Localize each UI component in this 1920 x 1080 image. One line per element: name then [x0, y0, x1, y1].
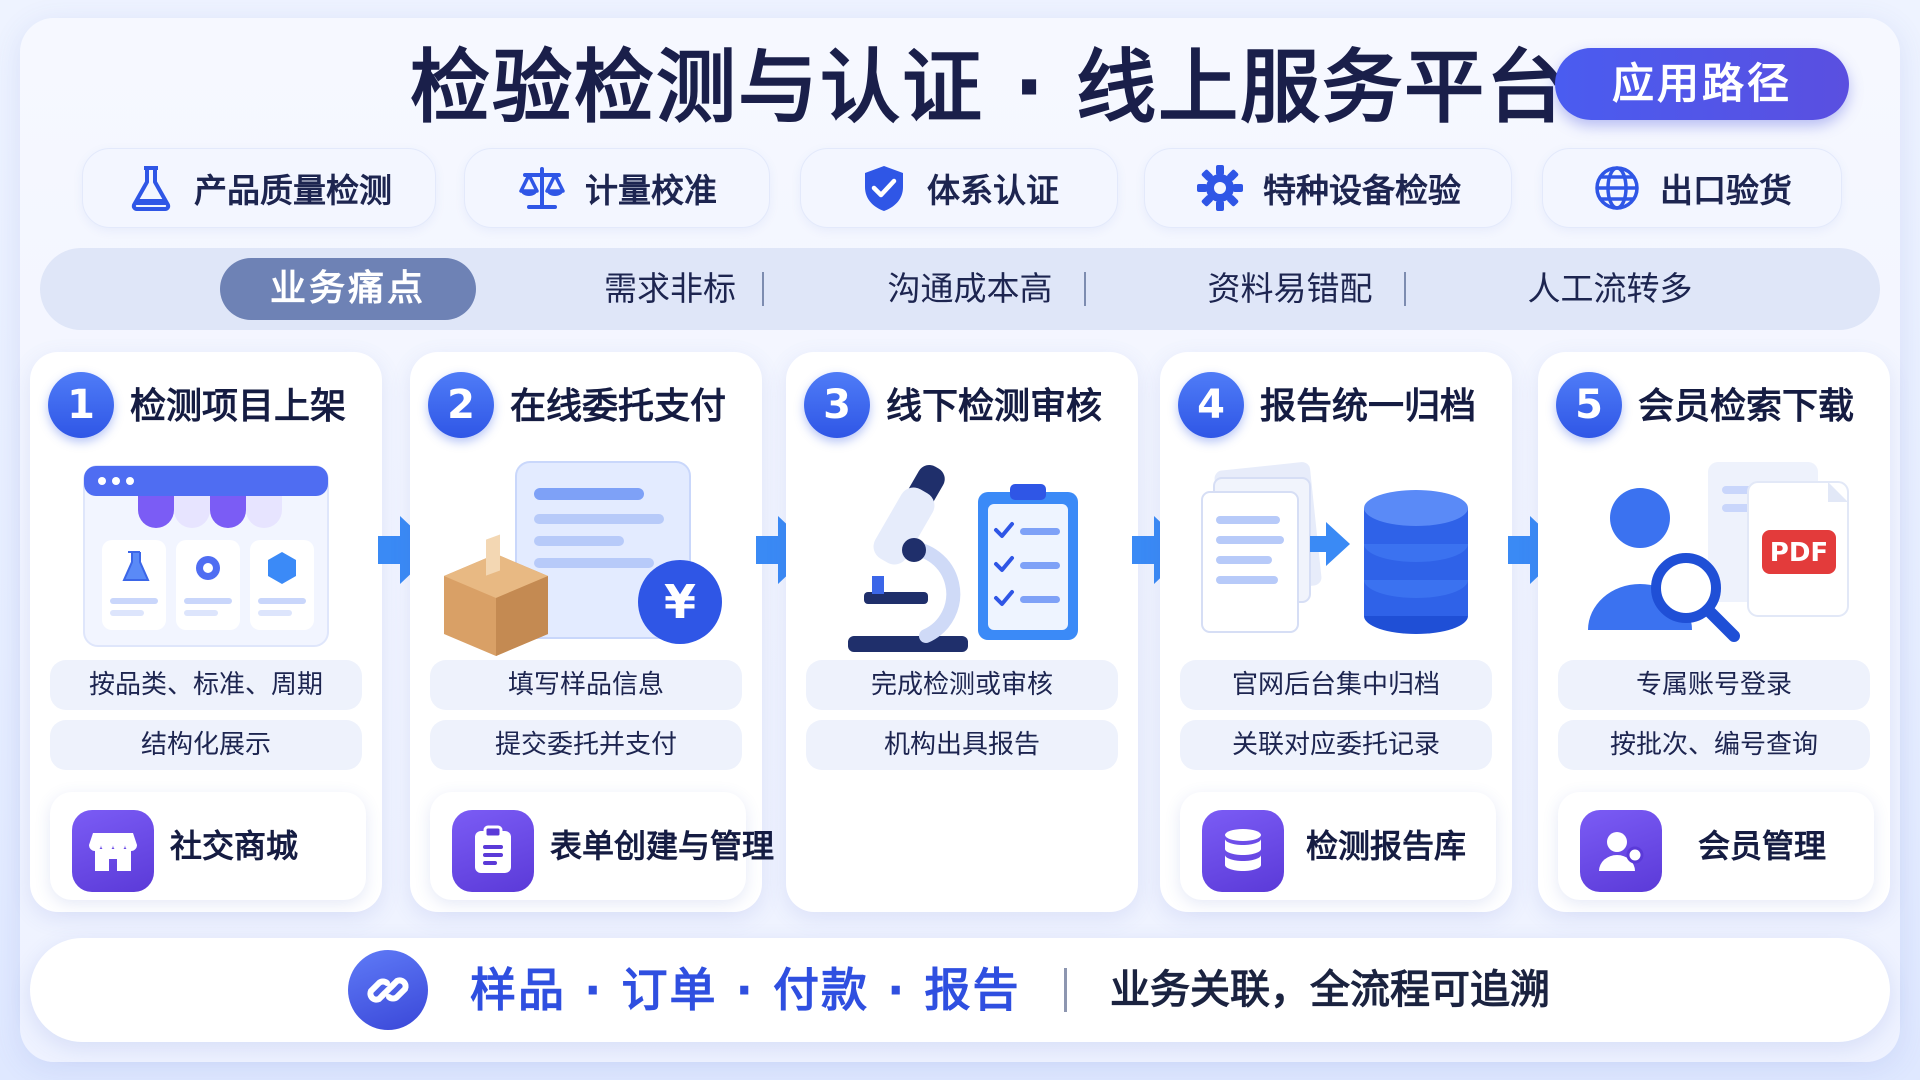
link-icon	[348, 950, 428, 1030]
globe-icon	[1595, 166, 1639, 210]
step-number: 3	[804, 372, 870, 438]
step-card-4: 4 报告统一归档 官网后台集中归档 关联对应委托记录 检测报告库	[1160, 352, 1512, 912]
step-title: 报告统一归档	[1260, 386, 1477, 427]
order-payment-illustration: ¥	[444, 461, 722, 656]
category-label: 体系认证	[927, 171, 1059, 210]
step-card-2: 2 在线委托支付 ¥ 填写样品信息 提交委托并支付 表单创建与管理	[410, 352, 774, 912]
category-label: 产品质量检测	[194, 171, 392, 210]
step-number: 2	[428, 372, 494, 438]
pain-points-bar: 业务痛点 需求非标 沟通成本高 资料易错配 人工流转多	[40, 248, 1880, 330]
tool-form-management[interactable]: 表单创建与管理	[430, 792, 774, 900]
category-chip-product-testing[interactable]: 产品质量检测	[82, 148, 436, 228]
step-detail: 官网后台集中归档	[1180, 660, 1492, 710]
member-icon	[1580, 810, 1662, 892]
pain-point-item: 资料易错配	[1207, 269, 1373, 308]
step-detail: 专属账号登录	[1558, 660, 1870, 710]
arrow-right-icon	[1508, 516, 1566, 584]
arrow-right-icon	[756, 516, 814, 584]
step-detail: 结构化展示	[50, 720, 362, 770]
tool-report-library[interactable]: 检测报告库	[1180, 792, 1496, 900]
traceability-bar: 样品 · 订单 · 付款 · 报告 业务关联，全流程可追溯	[30, 938, 1890, 1042]
step-title: 会员检索下载	[1638, 386, 1855, 427]
category-chip-system-certification[interactable]: 体系认证	[800, 148, 1118, 228]
step-detail: 按批次、编号查询	[1558, 720, 1870, 770]
svg-text:¥: ¥	[664, 575, 696, 629]
member-search-illustration: PDF	[1588, 462, 1849, 642]
step-card-1: 1 检测项目上架 按品类、标准、周期 结构化展示 社交商城	[30, 352, 382, 912]
step-detail: 提交委托并支付	[430, 720, 742, 770]
tool-label: 会员管理	[1698, 827, 1827, 865]
divider	[1064, 968, 1067, 1012]
microscope-checklist-illustration	[848, 465, 1078, 652]
tool-label: 检测报告库	[1306, 827, 1467, 865]
pain-point-item: 人工流转多	[1527, 269, 1693, 308]
step-card-3: 3 线下检测审核 完成检测或审核 机构出具报告	[786, 352, 1138, 912]
tool-label: 表单创建与管理	[550, 827, 775, 865]
tool-member-management[interactable]: 会员管理	[1558, 792, 1874, 900]
divider	[762, 272, 764, 306]
step-number: 4	[1178, 372, 1244, 438]
step-number: 1	[48, 372, 114, 438]
category-chip-special-equipment[interactable]: 特种设备检验	[1144, 148, 1512, 228]
storefront-illustration	[83, 465, 329, 647]
category-label: 计量校准	[585, 171, 717, 210]
application-path-button[interactable]: 应用路径	[1555, 48, 1849, 120]
flask-icon	[131, 166, 171, 211]
shield-check-icon	[865, 166, 903, 211]
category-label: 特种设备检验	[1263, 171, 1461, 210]
traceability-summary: 业务关联，全流程可追溯	[1110, 967, 1550, 1013]
arrow-right-icon	[378, 516, 436, 584]
category-chip-metrology[interactable]: 计量校准	[464, 148, 770, 228]
pain-points-label: 业务痛点	[220, 258, 476, 320]
scale-icon	[519, 167, 565, 209]
store-icon	[72, 810, 154, 892]
step-title: 在线委托支付	[510, 386, 727, 427]
step-title: 线下检测审核	[886, 386, 1103, 427]
divider	[1404, 272, 1406, 306]
step-detail: 关联对应委托记录	[1180, 720, 1492, 770]
pain-point-item: 沟通成本高	[887, 269, 1053, 308]
step-detail: 按品类、标准、周期	[50, 660, 362, 710]
step-detail: 完成检测或审核	[806, 660, 1118, 710]
gear-icon	[1197, 165, 1243, 211]
page-title: 检验检测与认证 · 线上服务平台	[410, 41, 1569, 134]
step-title: 检测项目上架	[130, 386, 347, 427]
report-archive-illustration	[1201, 462, 1468, 634]
step-card-5: 5 会员检索下载 PDF 专属账号登录 按批次、编号查询 会员管理	[1538, 352, 1890, 912]
pain-point-item: 需求非标	[604, 269, 736, 308]
pdf-badge-text: PDF	[1770, 538, 1828, 568]
category-chip-export-inspection[interactable]: 出口验货	[1542, 148, 1842, 228]
divider	[1084, 272, 1086, 306]
category-label: 出口验货	[1660, 171, 1792, 210]
clipboard-icon	[452, 810, 534, 892]
tool-label: 社交商城	[170, 827, 299, 865]
tool-social-mall[interactable]: 社交商城	[50, 792, 366, 900]
business-chain-text: 样品 · 订单 · 付款 · 报告	[470, 963, 1021, 1017]
step-detail: 填写样品信息	[430, 660, 742, 710]
step-detail: 机构出具报告	[806, 720, 1118, 770]
database-icon	[1202, 810, 1284, 892]
step-number: 5	[1556, 372, 1622, 438]
